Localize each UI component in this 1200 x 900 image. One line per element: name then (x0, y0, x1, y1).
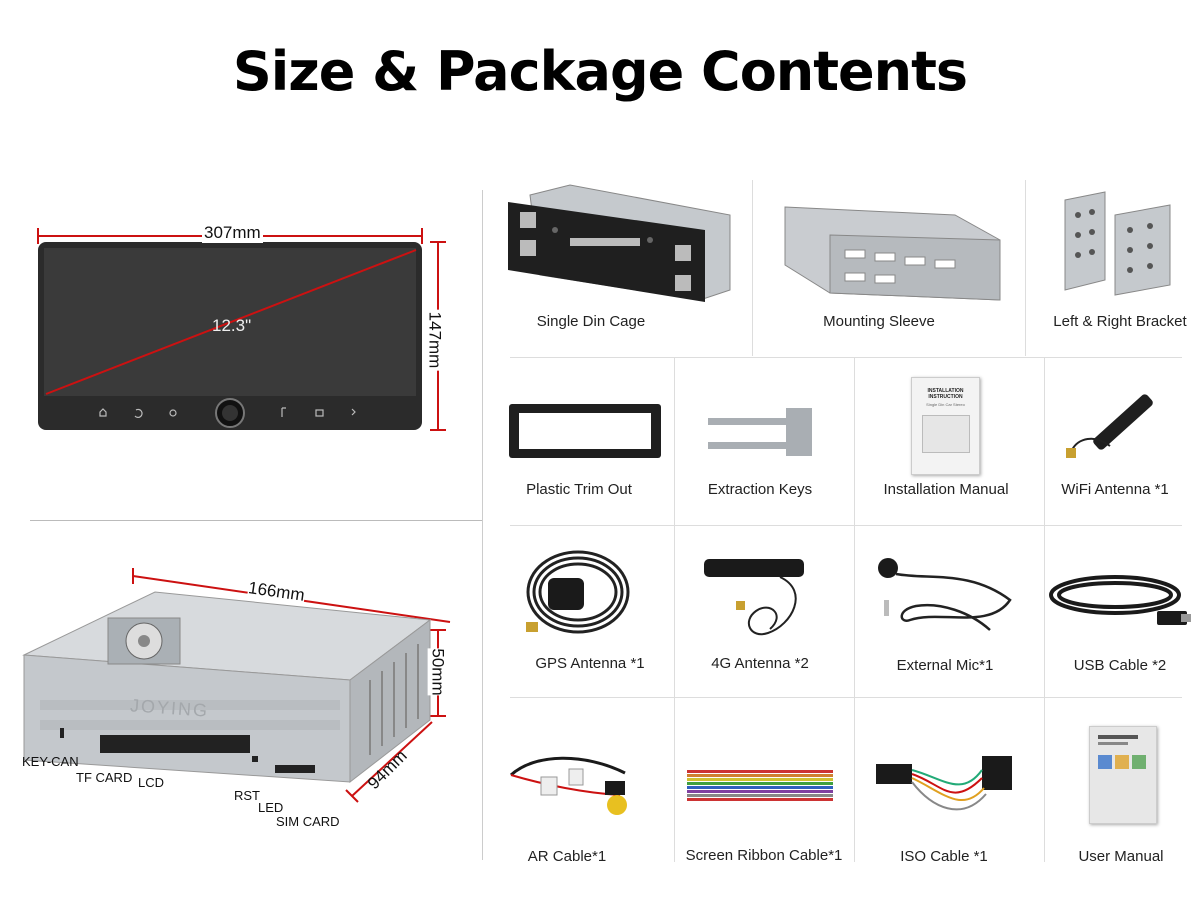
screen-diagram: 307mm 12.3" 147mm (20, 220, 460, 450)
mic-icon (870, 550, 1020, 645)
item-label-iso-cable: ISO Cable *1 (900, 848, 988, 865)
item-label-wifi-antenna: WiFi Antenna *1 (1061, 481, 1169, 498)
trim-icon (505, 400, 665, 467)
item-label-keys: Extraction Keys (707, 481, 813, 498)
manual-subtitle: Single Din Car Stereo (926, 402, 965, 407)
screen-illustration (37, 228, 446, 431)
manual-title: INSTALLATION INSTRUCTION (927, 388, 964, 400)
item-label-mounting-sleeve: Mounting Sleeve (823, 313, 935, 330)
box-diagram: 166mm 50mm 94mm JOYING KEY-CAN TF CARD L… (20, 560, 470, 840)
port-tf-card: TF CARD (76, 770, 133, 785)
screen-width-label: 307mm (202, 223, 263, 243)
ribbon-cable-icon (685, 768, 835, 809)
port-lcd: LCD (138, 775, 165, 790)
left-divider (30, 520, 482, 521)
box-height-label: 50mm (427, 648, 448, 696)
user-manual-icon (1089, 726, 1157, 824)
item-label-bracket: Left & Right Bracket (1053, 313, 1187, 330)
item-label-mic: External Mic*1 (896, 657, 994, 674)
port-rst: RST (234, 788, 260, 803)
item-label-trim: Plastic Trim Out (526, 481, 632, 498)
gps-antenna-icon (520, 540, 640, 645)
item-label-ar-cable: AR Cable*1 (527, 848, 607, 865)
keys-icon (700, 402, 820, 469)
bracket-icon (1060, 190, 1180, 305)
page-title: Size & Package Contents (232, 40, 968, 103)
port-led: LED (258, 800, 284, 815)
item-label-ribbon-cable: Screen Ribbon Cable*1 (685, 847, 843, 864)
mounting-sleeve-icon (775, 195, 1005, 310)
single-din-cage-icon (500, 180, 740, 310)
item-label-gps-antenna: GPS Antenna *1 (535, 655, 645, 672)
usb-cable-icon (1045, 565, 1195, 640)
port-key-can: KEY-CAN (22, 754, 79, 769)
item-label-usb-cable: USB Cable *2 (1073, 657, 1167, 674)
port-sim-card: SIM CARD (276, 814, 340, 829)
iso-cable-icon (872, 748, 1022, 833)
item-label-install-manual: Installation Manual (883, 481, 1009, 498)
ar-cable-icon (505, 745, 665, 822)
screen-diagonal-label: 12.3" (212, 316, 252, 335)
screen-height-label: 147mm (424, 309, 445, 371)
wifi-antenna-icon (1060, 388, 1180, 473)
main-divider (482, 190, 483, 860)
manual-icon: INSTALLATION INSTRUCTION Single Din Car … (911, 377, 980, 475)
item-label-user-manual: User Manual (1078, 848, 1164, 865)
item-label-4g-antenna: 4G Antenna *2 (711, 655, 809, 672)
4g-antenna-icon (700, 555, 820, 650)
item-label-single-din-cage: Single Din Cage (536, 313, 646, 330)
